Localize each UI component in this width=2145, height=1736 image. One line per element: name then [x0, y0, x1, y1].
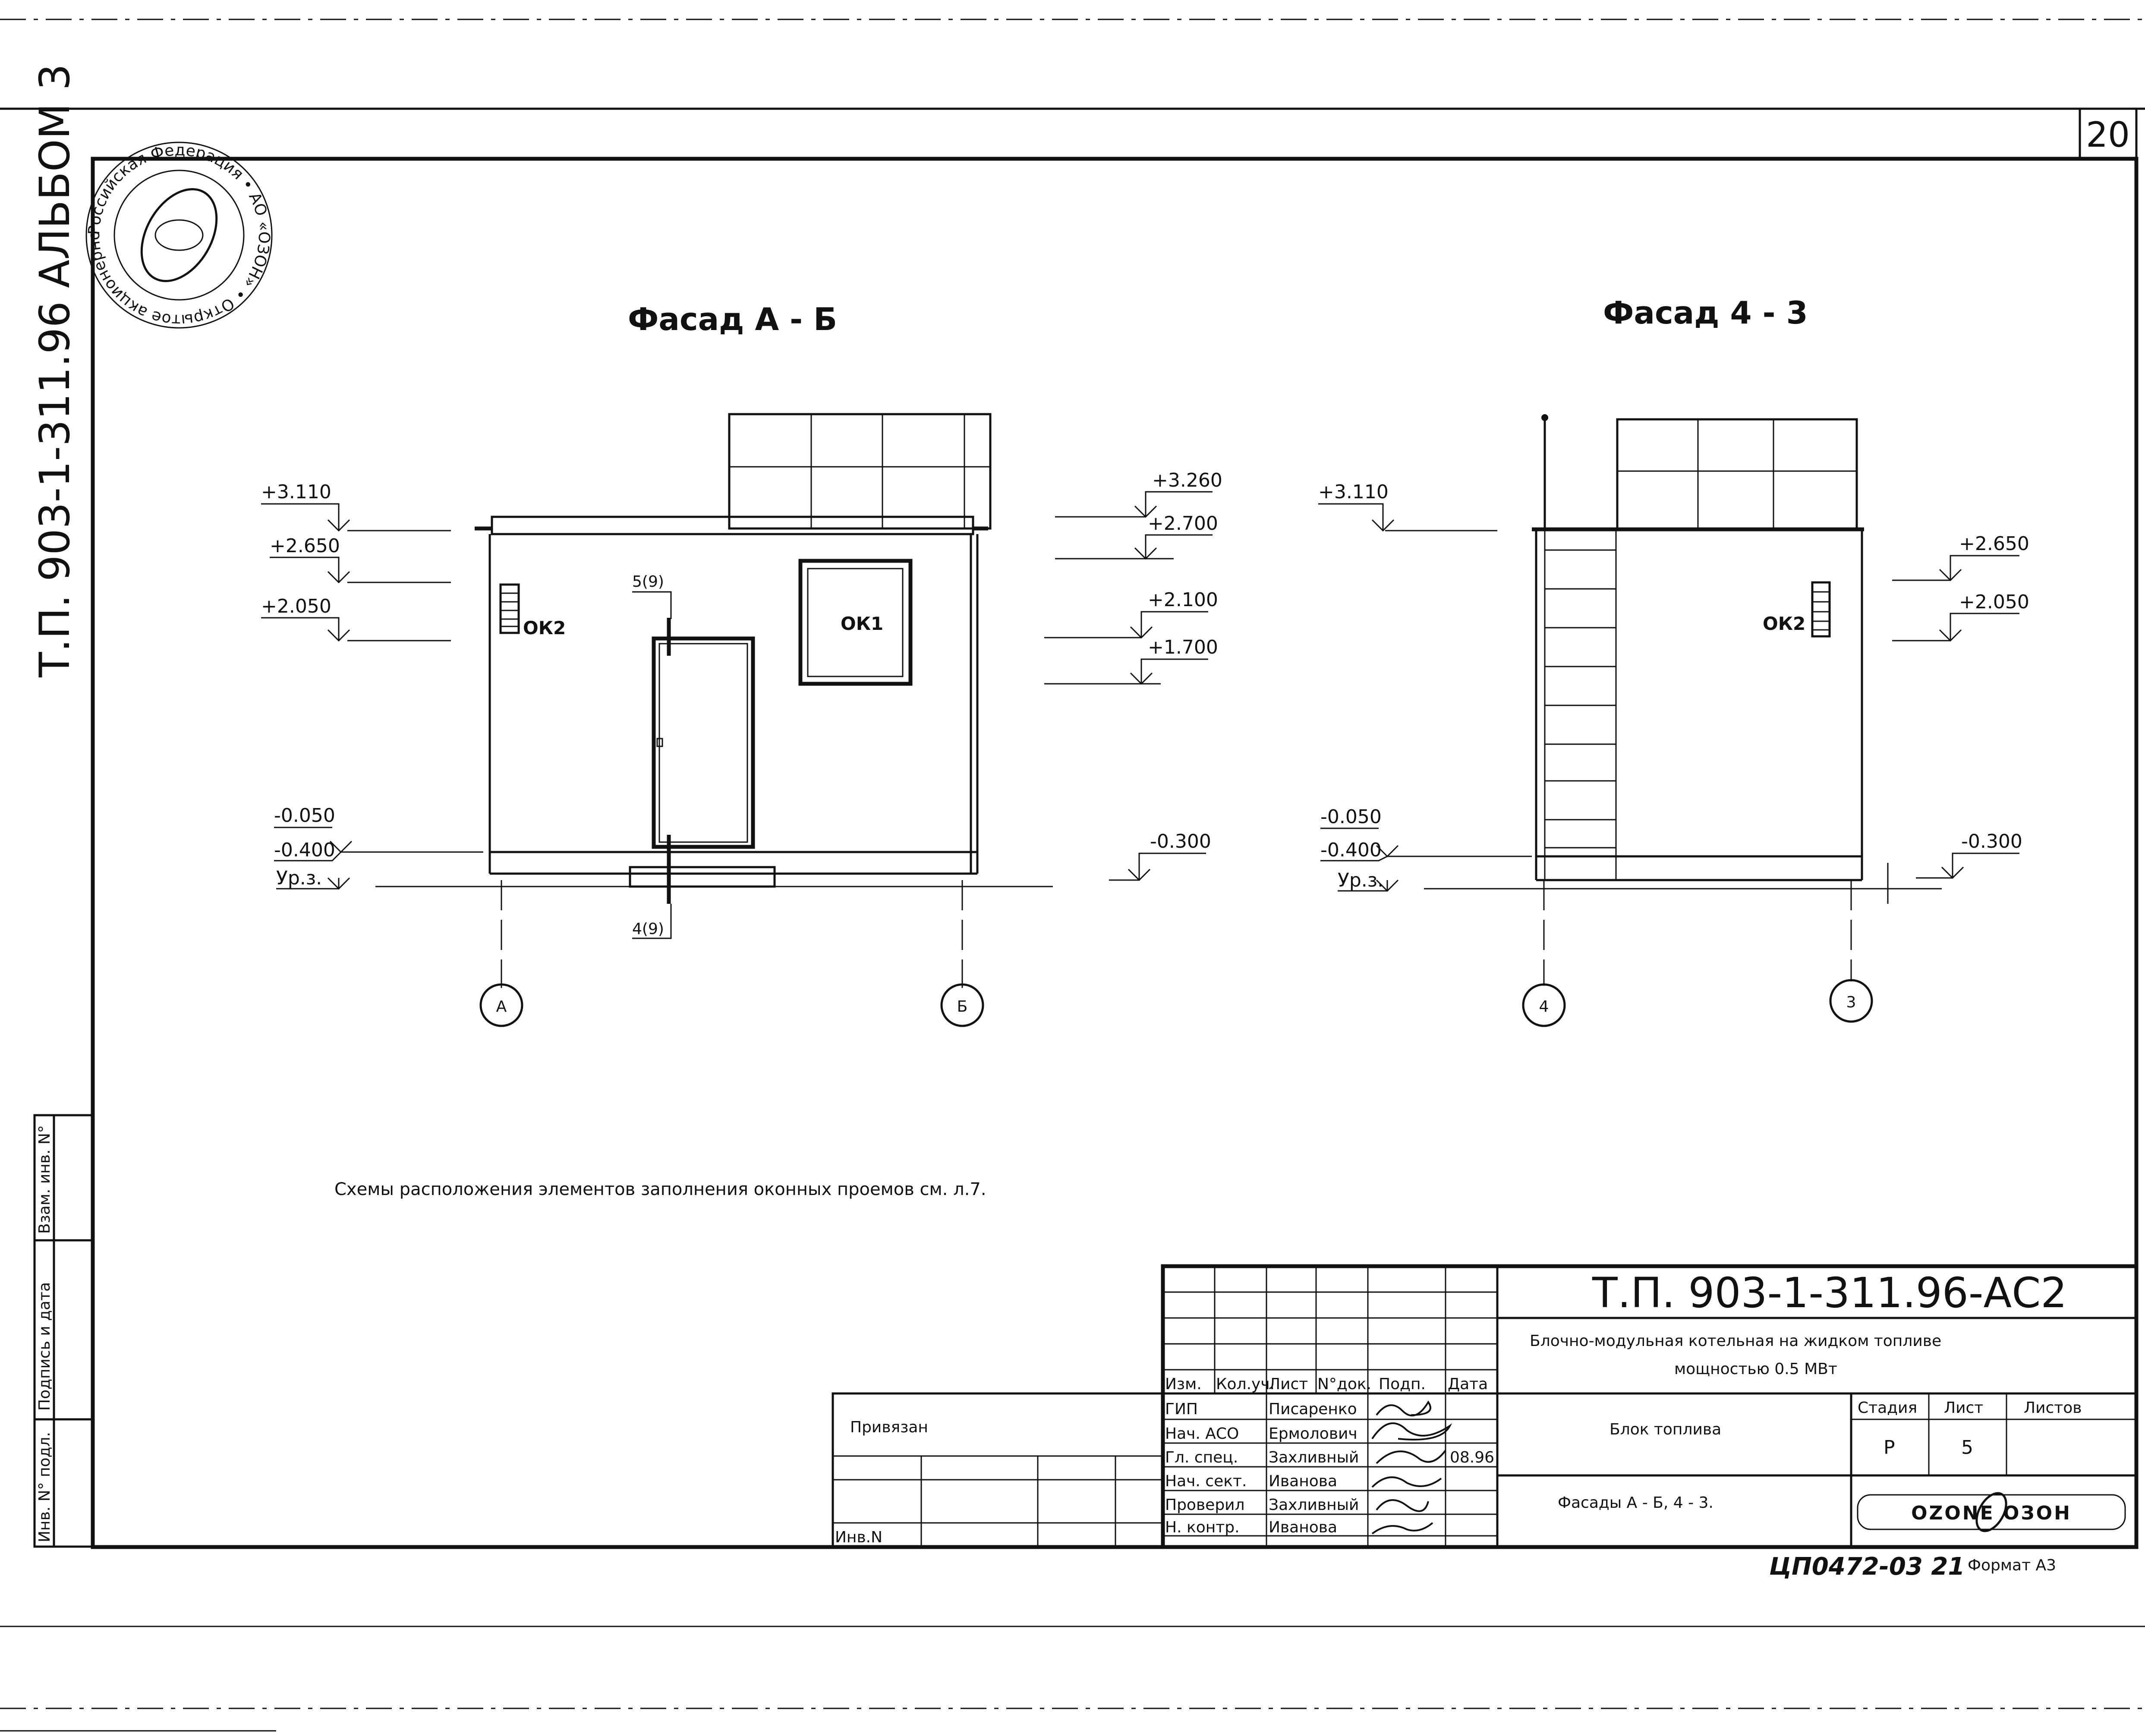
- axis-3: 3: [1846, 994, 1856, 1011]
- svg-text:-0.300: -0.300: [1961, 830, 2022, 852]
- 43-levels-left: +3.110 -0.050 -0.400 Ур.з.: [1318, 481, 1532, 892]
- sheet-number: 20: [2086, 115, 2130, 155]
- 43-levels-right: +2.650 +2.050 -0.300: [1892, 533, 2029, 879]
- svg-text:Захливный: Захливный: [1269, 1496, 1359, 1514]
- svg-text:Кол.уч.: Кол.уч.: [1216, 1375, 1275, 1393]
- svg-text:-0.400: -0.400: [1320, 839, 1382, 861]
- svg-text:ГИП: ГИП: [1165, 1400, 1198, 1418]
- svg-text:-0.050: -0.050: [274, 805, 335, 827]
- svg-text:Писаренко: Писаренко: [1269, 1400, 1357, 1418]
- svg-text:+3.260: +3.260: [1152, 469, 1222, 491]
- bottom-code: ЦП0472-03 21: [1769, 1553, 1965, 1581]
- signatures: [1371, 1400, 1452, 1535]
- svg-text:Проверил: Проверил: [1165, 1496, 1245, 1514]
- svg-text:Подп.: Подп.: [1379, 1375, 1426, 1393]
- grille-ok2: [499, 583, 520, 634]
- svg-text:08.96: 08.96: [1450, 1449, 1494, 1466]
- tb-sheet: 5: [1961, 1437, 1973, 1459]
- tb-stage: Р: [1884, 1437, 1895, 1459]
- svg-text:Ур.з.: Ур.з.: [276, 867, 322, 889]
- svg-text:Стадия: Стадия: [1858, 1399, 1917, 1417]
- privyazan-label: Привязан: [850, 1418, 928, 1436]
- svg-text:+2.100: +2.100: [1148, 589, 1218, 611]
- ok2-label: ОК2: [523, 617, 566, 638]
- ladder: [1544, 529, 1617, 880]
- ozone-logo: OZONE ОЗОН: [1857, 1492, 2126, 1532]
- svg-text:+2.650: +2.650: [1959, 533, 2029, 555]
- ab-levels-right: +3.260 +2.700 +2.100 +1.700 -0.300: [1044, 469, 1222, 881]
- scan-border-lines: [0, 19, 2145, 1732]
- axis-a: А: [496, 998, 507, 1016]
- svg-text:-0.050: -0.050: [1320, 806, 1382, 828]
- tb-section: Блок топлива: [1610, 1421, 1721, 1438]
- svg-text:Гл. спец.: Гл. спец.: [1165, 1449, 1238, 1466]
- format-label: Формат А3: [1968, 1557, 2056, 1574]
- title-block: Привязан Инв.N Изм. Кол.уч. Лист N°док: [832, 1264, 2139, 1549]
- svg-text:+3.110: +3.110: [261, 481, 331, 503]
- svg-text:+2.650: +2.650: [270, 535, 340, 557]
- facade-ab-title: Фасад А - Б: [628, 301, 837, 337]
- ab-levels-left: +3.110 +2.650 +2.050 -0.050 -0.400 Ур.з.: [261, 481, 483, 890]
- side-stamp: Взам. инв. N° Подпись и дата Инв. N° под…: [33, 1114, 94, 1548]
- window-scheme-note: Схемы расположения элементов заполнения …: [334, 1179, 986, 1199]
- svg-text:Иванова: Иванова: [1269, 1519, 1337, 1536]
- svg-text:Взам. инв. N°: Взам. инв. N°: [36, 1125, 54, 1234]
- callout-5-9: 5(9): [632, 573, 664, 591]
- svg-text:Лист: Лист: [1269, 1375, 1308, 1393]
- svg-text:Ур.з.: Ур.з.: [1338, 869, 1383, 891]
- vertical-album-code: Т.П. 903-1-311.96 АЛЬБОМ 3: [31, 64, 79, 678]
- svg-text:Иванова: Иванова: [1269, 1472, 1337, 1490]
- svg-text:Дата: Дата: [1448, 1375, 1488, 1393]
- svg-text:Лист: Лист: [1944, 1399, 1983, 1417]
- svg-text:Н. контр.: Н. контр.: [1165, 1519, 1240, 1536]
- svg-text:+2.700: +2.700: [1148, 513, 1218, 535]
- svg-text:N°док.: N°док.: [1317, 1375, 1371, 1393]
- svg-text:Ермолович: Ермолович: [1269, 1425, 1358, 1443]
- svg-text:Нач. сект.: Нач. сект.: [1165, 1472, 1247, 1490]
- ok1-label: ОК1: [841, 613, 883, 634]
- grille-ok2-side: [1811, 581, 1831, 638]
- svg-text:Захливный: Захливный: [1269, 1449, 1359, 1466]
- svg-text:OZONE ОЗОН: OZONE ОЗОН: [1911, 1502, 2072, 1524]
- tb-project-2: мощностью 0.5 МВт: [1674, 1360, 1837, 1378]
- svg-text:Изм.: Изм.: [1165, 1375, 1202, 1393]
- svg-text:+1.700: +1.700: [1148, 636, 1218, 658]
- ok2-side-label: ОК2: [1763, 613, 1805, 634]
- svg-text:Инв. N° подл.: Инв. N° подл.: [36, 1432, 54, 1542]
- svg-text:Листов: Листов: [2024, 1399, 2082, 1417]
- axis-4: 4: [1539, 998, 1549, 1016]
- svg-text:+2.050: +2.050: [261, 595, 331, 617]
- inv-n-label: Инв.N: [835, 1528, 882, 1546]
- svg-text:+2.050: +2.050: [1959, 591, 2029, 613]
- callout-4-9: 4(9): [632, 920, 664, 938]
- svg-text:+3.110: +3.110: [1318, 481, 1389, 503]
- facade-43: Фасад 4 - 3: [1318, 295, 2029, 1027]
- svg-text:Нач. АСО: Нач. АСО: [1165, 1425, 1239, 1443]
- svg-text:Подпись и дата: Подпись и дата: [36, 1282, 54, 1411]
- tb-code: Т.П. 903-1-311.96-АС2: [1592, 1269, 2067, 1317]
- tb-project-1: Блочно-модульная котельная на жидком топ…: [1530, 1332, 1941, 1350]
- facade-43-title: Фасад 4 - 3: [1603, 295, 1808, 331]
- svg-text:-0.400: -0.400: [274, 839, 335, 861]
- tb-drawing: Фасады А - Б, 4 - 3.: [1558, 1494, 1713, 1512]
- axis-b: Б: [957, 998, 968, 1016]
- facade-ab: Фасад А - Б ОК2: [261, 301, 1222, 1027]
- svg-text:-0.300: -0.300: [1150, 830, 1211, 852]
